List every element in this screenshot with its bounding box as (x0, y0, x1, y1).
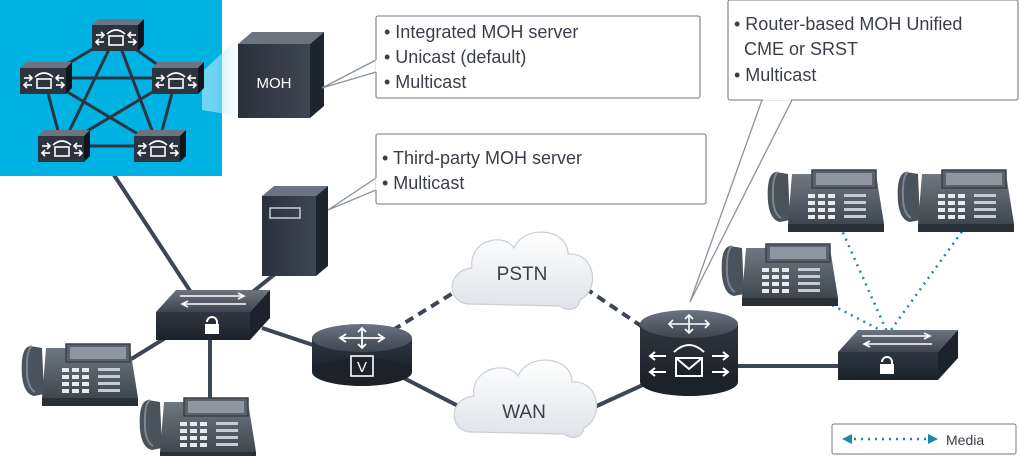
lock-icon (880, 356, 894, 374)
media-path-2 (886, 225, 968, 335)
phone-arrows-icon (154, 72, 198, 89)
ip-phone-right-3 (721, 243, 838, 306)
pstn-cloud: PSTN (451, 231, 594, 310)
access-switch-right (838, 330, 958, 380)
legend-media-label: Media (946, 432, 984, 448)
callout-integrated-line-2: • Unicast (default) (384, 47, 526, 67)
cme-srst-router (640, 310, 738, 396)
v-mark: V (357, 359, 367, 376)
callout-router-based: • Router-based MOH Unified CME or SRST •… (689, 0, 1019, 303)
ip-phone-right-2 (897, 169, 1014, 232)
callout-integrated-line-1: • Integrated MOH server (384, 22, 578, 42)
call-manager-node (152, 62, 204, 94)
phone-arrows-icon (136, 140, 180, 157)
ip-phone-left-1 (21, 343, 138, 406)
call-manager-cluster (0, 0, 238, 176)
link-pstn-gateway (583, 286, 652, 334)
callout-integrated-moh: • Integrated MOH server • Unicast (defau… (321, 15, 701, 99)
call-manager-node (92, 19, 144, 51)
envelope-phone-icon (648, 344, 730, 377)
callout-integrated-line-3: • Multicast (384, 72, 466, 92)
moh-beam (202, 38, 238, 116)
third-party-server (262, 186, 328, 276)
call-manager-node (20, 62, 72, 94)
pstn-label: PSTN (497, 264, 548, 285)
callout-third-party-line-2: • Multicast (382, 173, 464, 193)
ip-phone-left-2 (139, 397, 256, 456)
legend: Media (831, 423, 1017, 455)
phone-arrows-icon (22, 72, 66, 89)
phone-arrows-icon (40, 140, 84, 157)
callout-router-line-2: CME or SRST (744, 39, 858, 59)
callout-third-party: • Third-party MOH server • Multicast (327, 133, 707, 211)
callout-router-line-3: • Multicast (734, 65, 816, 85)
access-switch-left (156, 290, 270, 340)
ip-phones (21, 169, 1014, 456)
media-paths (825, 225, 968, 336)
wan-label: WAN (502, 402, 546, 423)
media-path-3 (825, 300, 889, 336)
legend-media-line (842, 434, 938, 444)
ip-phone-right-1 (767, 169, 884, 232)
call-manager-node (134, 130, 186, 162)
lock-icon (205, 316, 219, 334)
callout-third-party-line-1: • Third-party MOH server (382, 148, 582, 168)
callout-router-line-1: • Router-based MOH Unified (734, 14, 962, 34)
moh-box: MOH (238, 32, 324, 118)
wan-cloud: WAN (453, 359, 598, 438)
phone-arrows-icon (94, 29, 138, 46)
call-manager-node (38, 130, 90, 162)
moh-label: MOH (257, 75, 292, 92)
link-cluster-switch (110, 170, 198, 302)
media-path-1 (838, 225, 890, 335)
voice-router: V (312, 324, 412, 386)
